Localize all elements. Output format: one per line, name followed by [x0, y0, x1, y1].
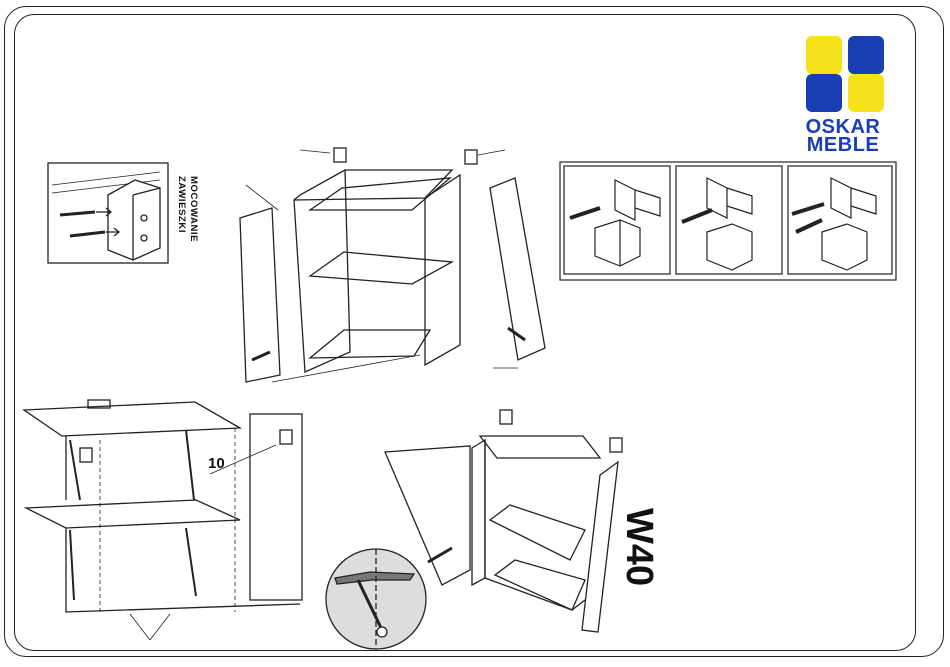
cabinet-exploded-top — [240, 148, 545, 382]
mount-detail — [48, 163, 168, 263]
logo-mark — [806, 36, 884, 112]
hinge-panels — [560, 162, 896, 280]
brand-name-line2: MEBLE — [800, 136, 886, 155]
mount-label: MOCOWANIE ZAWIESZKI — [170, 176, 210, 256]
mount-label-line1: MOCOWANIE — [188, 176, 199, 242]
part-number: 10 — [208, 455, 225, 472]
lift-detail — [326, 549, 426, 649]
hinge-icon — [570, 178, 876, 270]
cabinet-lift-door — [24, 400, 302, 640]
model-label: W40 — [620, 508, 658, 586]
mount-label-line2: ZAWIESZKI — [176, 176, 187, 233]
